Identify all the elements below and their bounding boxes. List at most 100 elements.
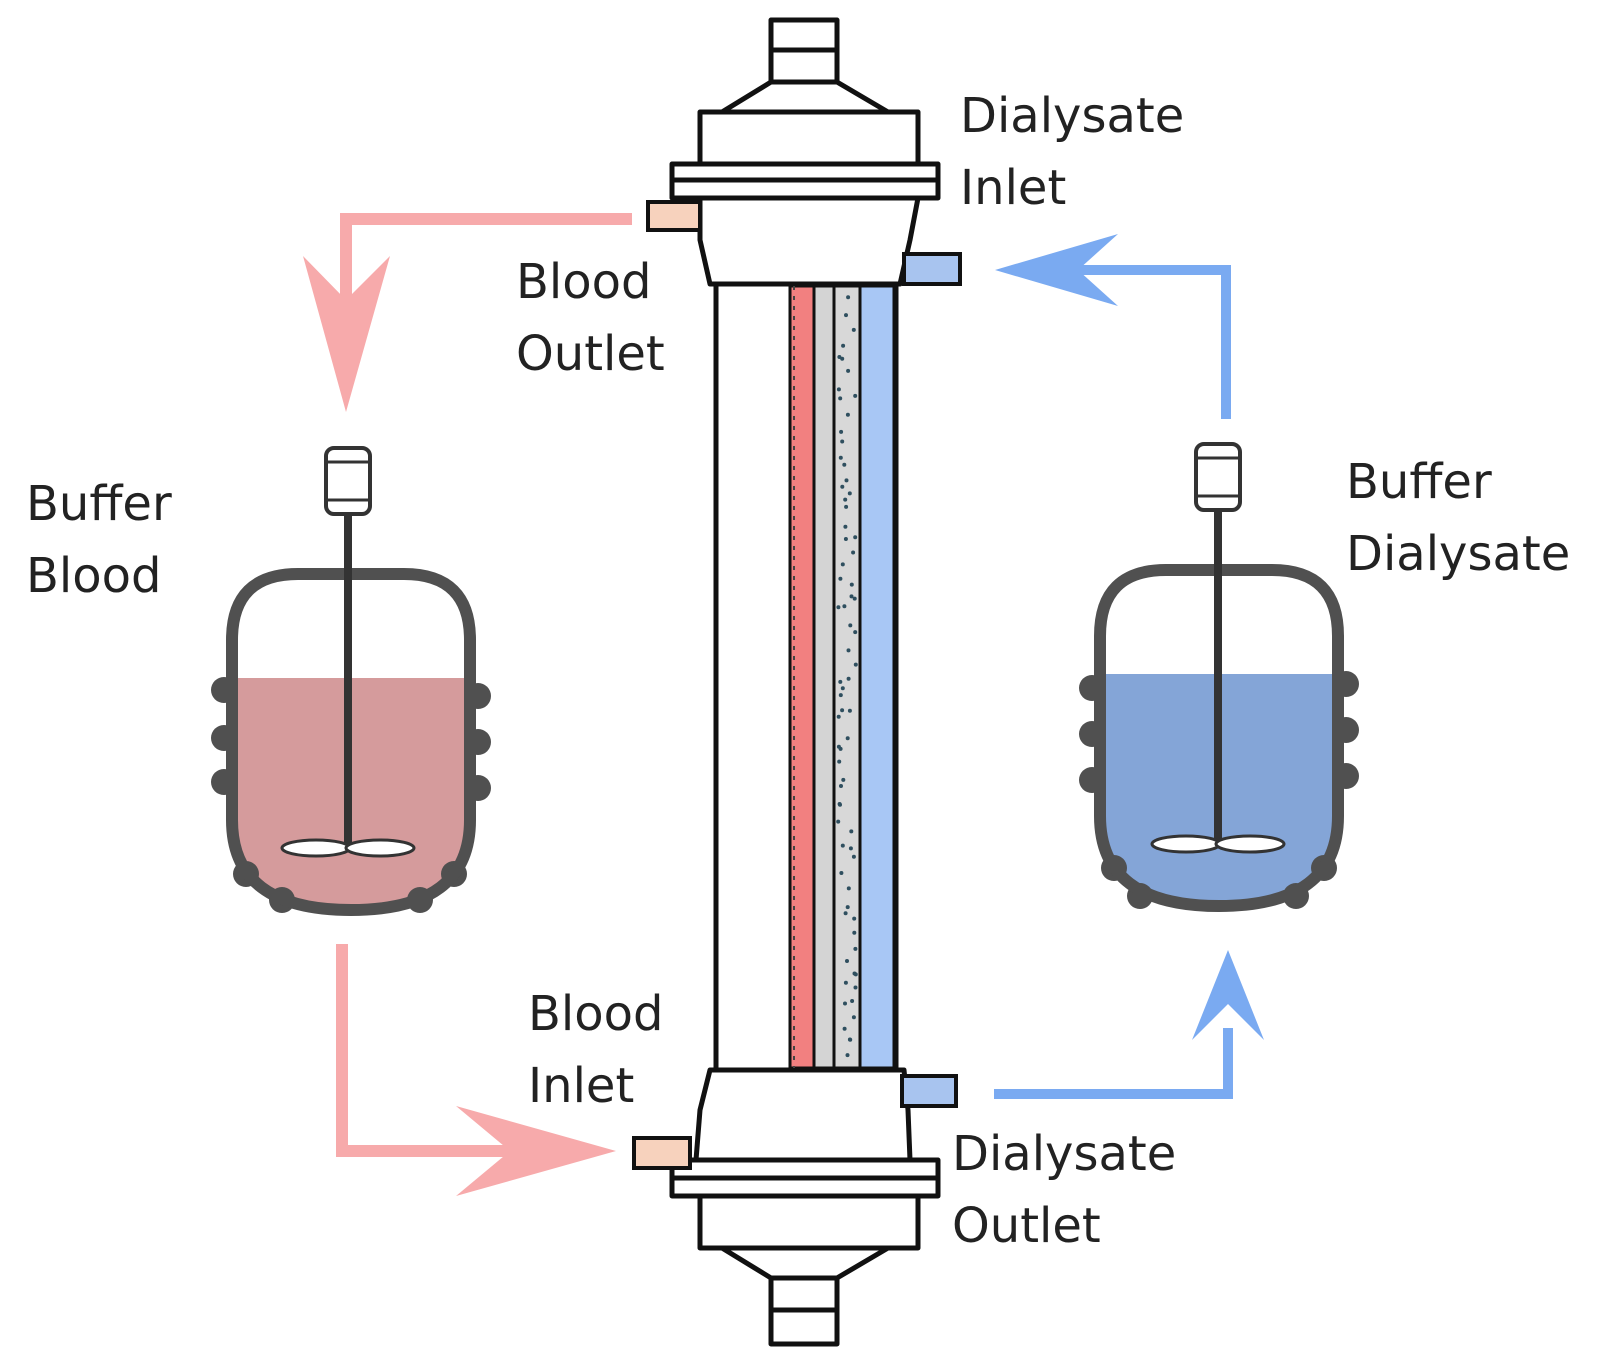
dialysate-buffer-vessel bbox=[1079, 442, 1359, 913]
porous-dot bbox=[853, 535, 858, 540]
porous-dot bbox=[849, 582, 854, 587]
porous-dot bbox=[836, 605, 841, 610]
dialysate-outlet-port bbox=[900, 1074, 958, 1108]
porous-dot bbox=[840, 356, 845, 361]
porous-dot bbox=[839, 784, 843, 788]
porous-dot bbox=[836, 819, 841, 824]
porous-dot bbox=[836, 744, 841, 749]
bottom-cone bbox=[719, 1245, 891, 1281]
bottom-header bbox=[693, 1067, 913, 1163]
porous-dot bbox=[846, 648, 851, 653]
porous-dot bbox=[843, 524, 848, 529]
blood-impeller-left bbox=[280, 838, 352, 858]
top-cone bbox=[719, 79, 891, 115]
porous-dot bbox=[842, 462, 847, 467]
blood-outlet-label-line1: Blood bbox=[516, 254, 651, 310]
porous-dot bbox=[852, 930, 857, 935]
porous-dot bbox=[851, 854, 856, 859]
porous-dot bbox=[843, 497, 848, 502]
dialysate-inlet-label: Dialysate Inlet bbox=[960, 88, 1200, 216]
porous-dot bbox=[840, 562, 845, 567]
porous-dot bbox=[848, 1037, 853, 1042]
blood-outlet-label-line2: Outlet bbox=[516, 326, 665, 382]
porous-dot bbox=[853, 393, 858, 398]
dialysate-return-line bbox=[994, 1028, 1233, 1099]
dialysate-inlet-label-line1: Dialysate bbox=[960, 88, 1184, 144]
porous-dot bbox=[841, 343, 846, 348]
porous-dot bbox=[840, 708, 845, 713]
porous-dot bbox=[849, 594, 854, 599]
dialysate-impeller-right bbox=[1214, 834, 1286, 854]
dialyzer-internal-layers bbox=[788, 284, 896, 1070]
porous-layer bbox=[832, 284, 862, 1070]
porous-dot bbox=[851, 550, 856, 555]
porous-dot bbox=[853, 630, 858, 635]
dialysate-stirrer-motor bbox=[1194, 442, 1242, 512]
porous-dot bbox=[848, 846, 853, 851]
blood-outlet-label: Blood Outlet bbox=[516, 254, 667, 382]
porous-dot bbox=[838, 693, 843, 698]
porous-dot bbox=[852, 596, 857, 601]
porous-dot bbox=[851, 1015, 856, 1020]
porous-dot bbox=[846, 368, 851, 373]
dialysate-vessel-wall bbox=[1094, 564, 1344, 913]
blood-supply-arrow bbox=[336, 944, 520, 1157]
porous-dot bbox=[845, 905, 850, 910]
blood-inlet-label: Blood Inlet bbox=[528, 986, 679, 1114]
buffer-blood-label-line1: Buffer bbox=[26, 476, 172, 532]
porous-dot bbox=[850, 999, 855, 1003]
porous-dot bbox=[844, 504, 849, 509]
porous-dot bbox=[847, 491, 852, 496]
blood-return-arrowhead bbox=[303, 256, 390, 412]
blood-return-arrow bbox=[340, 213, 632, 332]
blood-inlet-label-line2: Inlet bbox=[528, 1058, 634, 1114]
porous-dot bbox=[843, 1001, 847, 1006]
porous-dot bbox=[838, 679, 843, 684]
porous-dot bbox=[840, 439, 845, 444]
dialysate-outlet-label: Dialysate Outlet bbox=[952, 1126, 1192, 1254]
blood-inlet-label-line1: Blood bbox=[528, 986, 663, 1042]
dialysate-supply-arrowhead bbox=[995, 234, 1118, 306]
dialysate-outlet-label-line1: Dialysate bbox=[952, 1126, 1176, 1182]
membrane-layer bbox=[812, 284, 836, 1070]
bottom-cap bbox=[697, 1193, 921, 1251]
dialysate-impeller-left bbox=[1150, 834, 1222, 854]
porous-dot bbox=[843, 537, 848, 541]
porous-dot bbox=[853, 662, 858, 667]
buffer-blood-label: Buffer Blood bbox=[26, 476, 187, 604]
dialysate-supply-arrow bbox=[1070, 265, 1231, 419]
porous-dot bbox=[853, 985, 858, 990]
porous-dot bbox=[848, 623, 853, 628]
porous-dot bbox=[840, 843, 845, 848]
dialysate-supply-line bbox=[1070, 265, 1231, 419]
blood-return-line bbox=[340, 213, 632, 332]
porous-dot bbox=[838, 455, 843, 460]
porous-dot bbox=[845, 412, 850, 417]
dialysate-return-arrow bbox=[994, 1028, 1233, 1099]
blood-supply-arrowhead bbox=[456, 1106, 616, 1196]
porous-dot bbox=[841, 777, 846, 782]
blood-outlet-port bbox=[646, 200, 702, 232]
porous-dot bbox=[838, 576, 843, 581]
porous-dot bbox=[844, 478, 849, 483]
buffer-dialysate-label-line2: Dialysate bbox=[1346, 526, 1570, 582]
porous-dot bbox=[853, 972, 858, 977]
porous-dot bbox=[838, 396, 843, 401]
dialysate-channel bbox=[858, 284, 896, 1070]
blood-impeller-right bbox=[344, 838, 416, 858]
porous-dot bbox=[837, 759, 842, 764]
porous-dot bbox=[846, 295, 851, 300]
porous-dot bbox=[836, 714, 841, 719]
blood-stirrer-motor bbox=[324, 446, 372, 516]
top-header bbox=[697, 195, 921, 287]
porous-dot bbox=[843, 911, 848, 916]
porous-dot bbox=[852, 916, 857, 921]
porous-dot bbox=[851, 327, 856, 332]
porous-dot bbox=[853, 946, 858, 951]
porous-dot bbox=[836, 387, 841, 392]
blood-supply-line bbox=[336, 944, 520, 1157]
blood-inlet-port bbox=[632, 1136, 692, 1170]
porous-dot bbox=[845, 959, 849, 963]
porous-dot bbox=[839, 871, 844, 875]
